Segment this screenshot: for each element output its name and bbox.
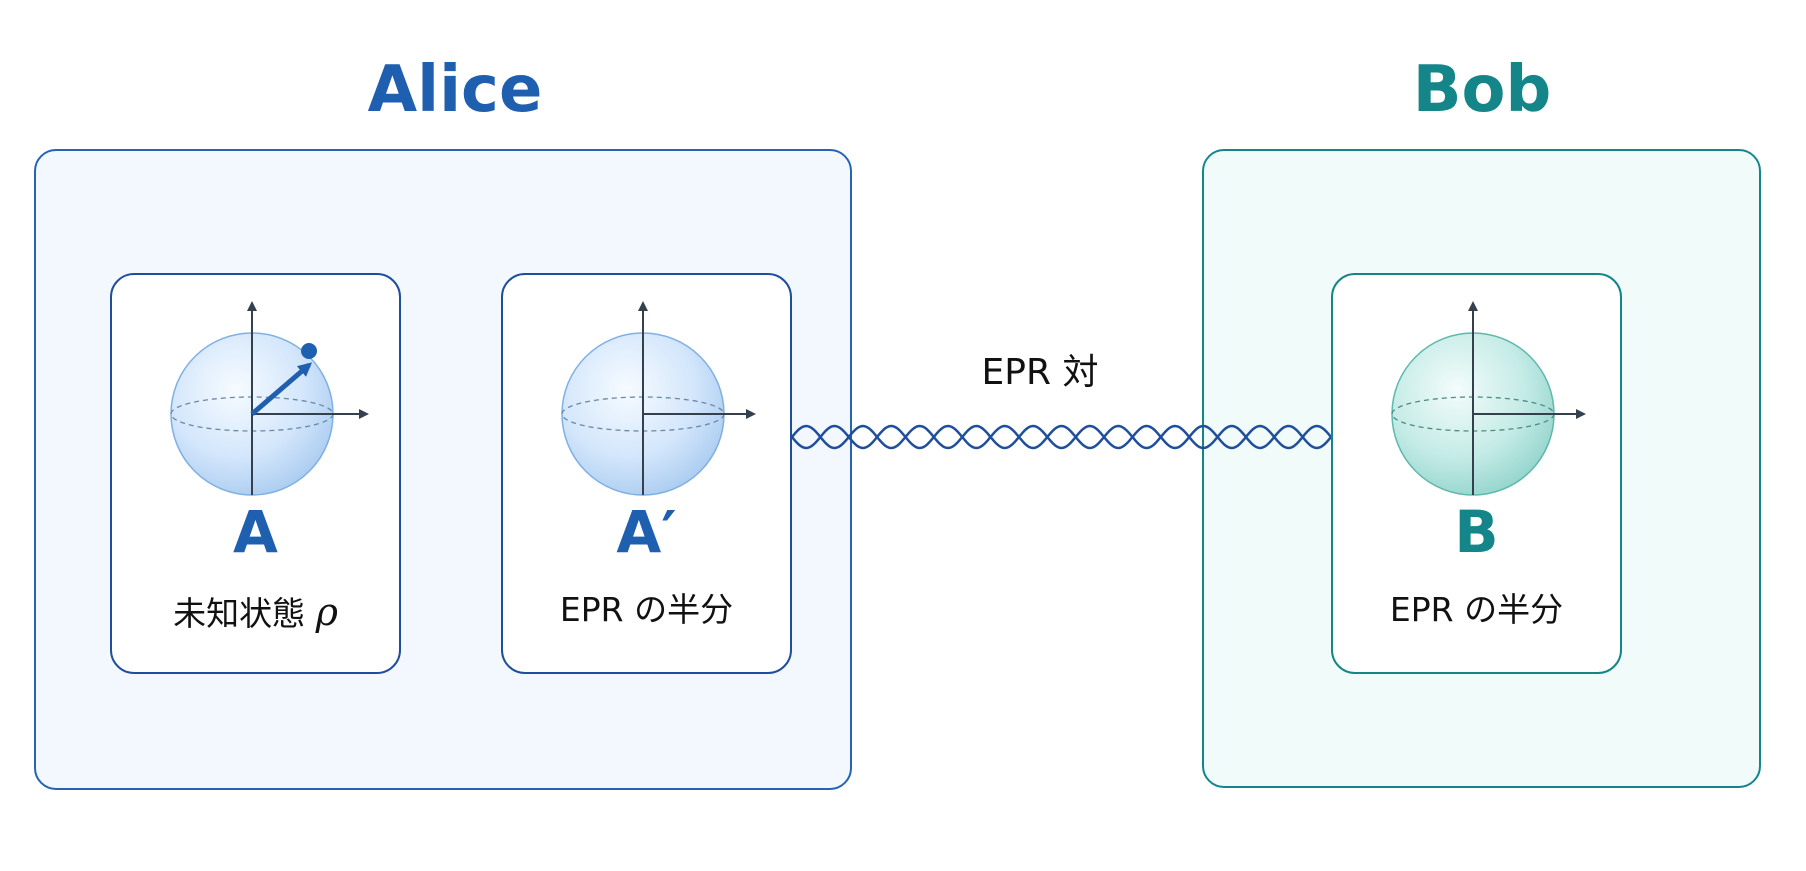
qubit-desc-a-prime: EPR の半分 (559, 590, 734, 629)
state-point-a (301, 343, 317, 359)
bloch-sphere-b (1391, 301, 1586, 496)
bloch-sphere-a (170, 301, 369, 496)
qubit-desc-a-text: 未知状態 (173, 594, 306, 633)
state-vector-a (250, 362, 313, 416)
rho-symbol: ρ (315, 590, 338, 634)
bloch-sphere-a-prime (561, 301, 756, 496)
qubit-letter-a: A (233, 498, 278, 566)
qubit-desc-b: EPR の半分 (1389, 590, 1564, 629)
qubit-letter-b: B (1454, 498, 1499, 566)
epr-strand-1 (791, 424, 1332, 450)
epr-strand-2 (791, 424, 1332, 450)
bob-title: Bob (1412, 53, 1552, 127)
qubit-card-a: A 未知状態 ρ (110, 273, 401, 674)
qubit-desc-a: 未知状態 ρ (112, 593, 399, 631)
epr-pair-label: EPR 対 (981, 352, 1099, 393)
alice-title: Alice (367, 53, 543, 127)
qubit-letter-a-prime: A′ (616, 498, 677, 566)
qubit-card-b: B EPR の半分 (1331, 273, 1622, 674)
qubit-card-a-prime: A′ EPR の半分 (501, 273, 792, 674)
